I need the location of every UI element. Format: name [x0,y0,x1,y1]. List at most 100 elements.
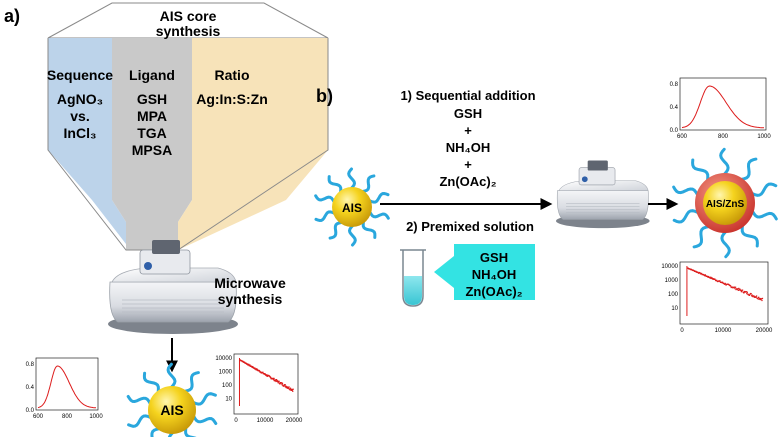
decay-point [289,389,291,391]
decay-point [283,385,285,387]
ligand-chain [361,174,376,193]
decay-point [710,277,712,280]
decay-point [733,286,736,288]
ligand-chain [183,371,200,393]
decay-point [266,375,269,377]
decay-point [703,274,705,276]
decay-point [275,379,277,381]
spectrum-frame [679,77,767,131]
decay-point [721,281,724,283]
decay-point [285,385,287,387]
spectrum-y-tick: 0.4 [26,385,35,391]
decay-point [724,283,726,285]
ligand-chain [368,211,390,220]
decay-point [275,380,277,383]
decay-x-tick: 20000 [286,418,303,424]
decay-point [741,289,744,291]
decay-point [759,298,761,301]
test-tube [400,249,426,307]
spectrum-x-tick: 600 [33,414,44,420]
step2-title: 2) Premixed solution [406,219,534,234]
sequence-item-1: AgNO₃ [57,91,103,107]
decay-point [759,297,761,300]
step1-item-2: + [464,123,472,138]
decay-x-tick: 0 [234,418,238,424]
spectrum-x-tick: 1000 [757,134,771,140]
decay-point [248,363,250,366]
ligand-chain [751,210,778,221]
sequence-heading: Sequence [47,67,113,83]
decay-point [255,369,257,371]
decay-point [272,377,274,380]
decay-point [740,291,743,293]
core-title-line2: synthesis [156,23,221,39]
ais-core [148,386,196,434]
decay-point [725,284,727,286]
core-shell-label: AIS/ZnS [706,199,745,210]
decay-point [245,362,247,364]
ligand-chain [166,362,177,389]
decay-point [751,294,753,296]
decay-point [247,364,249,366]
decay-point [707,275,710,278]
decay-point [758,296,760,298]
decay-point [746,293,748,295]
decay-point [277,381,279,383]
decay-point [286,386,288,388]
decay-point [738,287,740,290]
decay-point [716,279,718,281]
decay-point [273,379,275,381]
spectrum-y-tick: 0.0 [26,408,35,414]
decay-point [761,299,763,302]
decay-point [250,365,253,367]
ais-nanoparticle-b [314,167,390,247]
ligand-chain [327,175,343,194]
microwave-label-line2: synthesis [218,291,283,307]
step1-item-3: NH₄OH [446,140,490,155]
ligand-chain [127,414,152,428]
sequence-item-2: vs. [70,108,89,124]
decay-y-tick: 10 [225,397,232,403]
sequence-item-3: InCl₃ [64,125,97,141]
decay-point [748,294,751,296]
decay-point [290,388,292,390]
premix-item-2: NH₄OH [472,267,516,282]
decay-x-tick: 20000 [756,328,773,334]
decay-point [737,288,739,290]
ligand-chain [720,230,731,259]
ligand-item-4: MPSA [132,142,172,158]
decay-point [757,297,759,299]
ligand-chain [328,221,343,240]
decay-point [258,370,261,372]
spectrum-curve [37,365,97,409]
ligand-chain [347,167,357,190]
spectrum-y-tick: 0.8 [26,362,35,368]
decay-x-tick: 0 [680,328,684,334]
decay-point [734,286,737,288]
decay-point [249,364,251,366]
decay-point [745,291,747,293]
panel-a-label: a) [4,6,20,26]
decay-point [755,296,757,298]
decay-point [719,280,721,282]
decay-point [709,277,711,279]
ligand-item-3: TGA [137,125,167,141]
spectrum-y-tick: 0.4 [670,105,679,111]
microwave-reactor-b [556,160,650,229]
decay-frame [679,261,769,325]
decay-point [753,295,755,297]
step1-item-5: Zn(OAc)₂ [439,174,496,189]
decay-point [291,389,293,391]
decay-point [281,382,284,384]
decay-x-tick: 10000 [715,328,732,334]
decay-point [256,368,258,370]
decay-point [277,382,279,384]
decay-point [262,371,264,373]
decay-y-tick: 10000 [215,356,232,362]
decay-point [281,384,283,386]
decay-point [761,297,764,300]
microwave-reactor-a [108,240,238,334]
